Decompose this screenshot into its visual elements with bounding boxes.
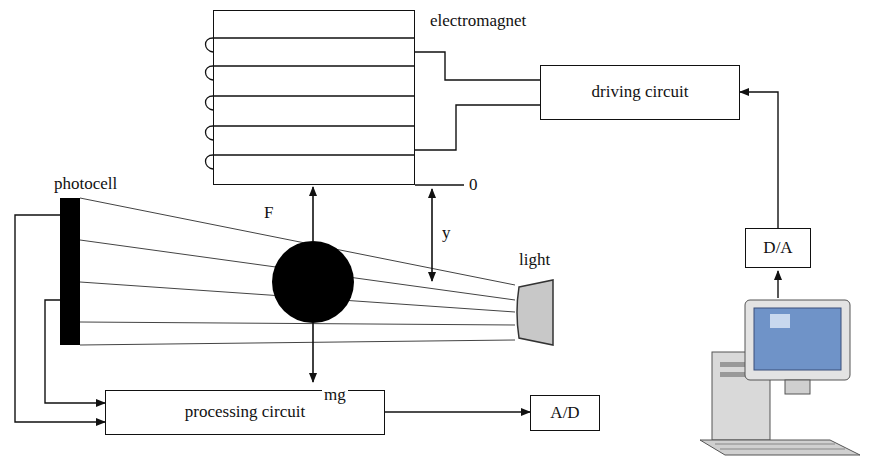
weight-arrow — [312, 323, 314, 382]
node-label: photocell — [54, 174, 117, 194]
signal-wire — [415, 105, 540, 150]
coil-winding — [206, 38, 416, 169]
converter-box: A/D — [530, 395, 600, 431]
node-label: D/A — [763, 239, 792, 258]
signal-arrow — [777, 271, 778, 298]
converter-box: D/A — [745, 228, 811, 268]
node-label: electromagnet — [430, 11, 526, 31]
force-label: F — [262, 204, 275, 223]
origin-label: 0 — [467, 176, 480, 195]
signal-wire — [385, 411, 530, 412]
reference-line — [415, 184, 464, 185]
light-source: light — [515, 279, 555, 346]
signal-wire — [740, 92, 778, 228]
force-arrow — [312, 187, 314, 241]
steel-ball — [272, 241, 354, 323]
node-label: driving circuit — [592, 83, 689, 102]
displacement-label: y — [440, 224, 453, 243]
weight-label: mg — [322, 386, 348, 405]
node-label: A/D — [550, 404, 579, 423]
light-beam — [80, 198, 515, 345]
lamp-shape — [515, 279, 555, 346]
displacement-arrow — [431, 189, 433, 281]
process-box: driving circuit — [540, 65, 740, 120]
signal-wire — [415, 52, 540, 80]
electromagnet-box: electromagnet — [213, 10, 415, 185]
photocell-bar: photocell — [60, 198, 80, 345]
node-label: processing circuit — [185, 403, 305, 422]
node-label: light — [519, 250, 550, 270]
computer-icon — [700, 300, 860, 455]
